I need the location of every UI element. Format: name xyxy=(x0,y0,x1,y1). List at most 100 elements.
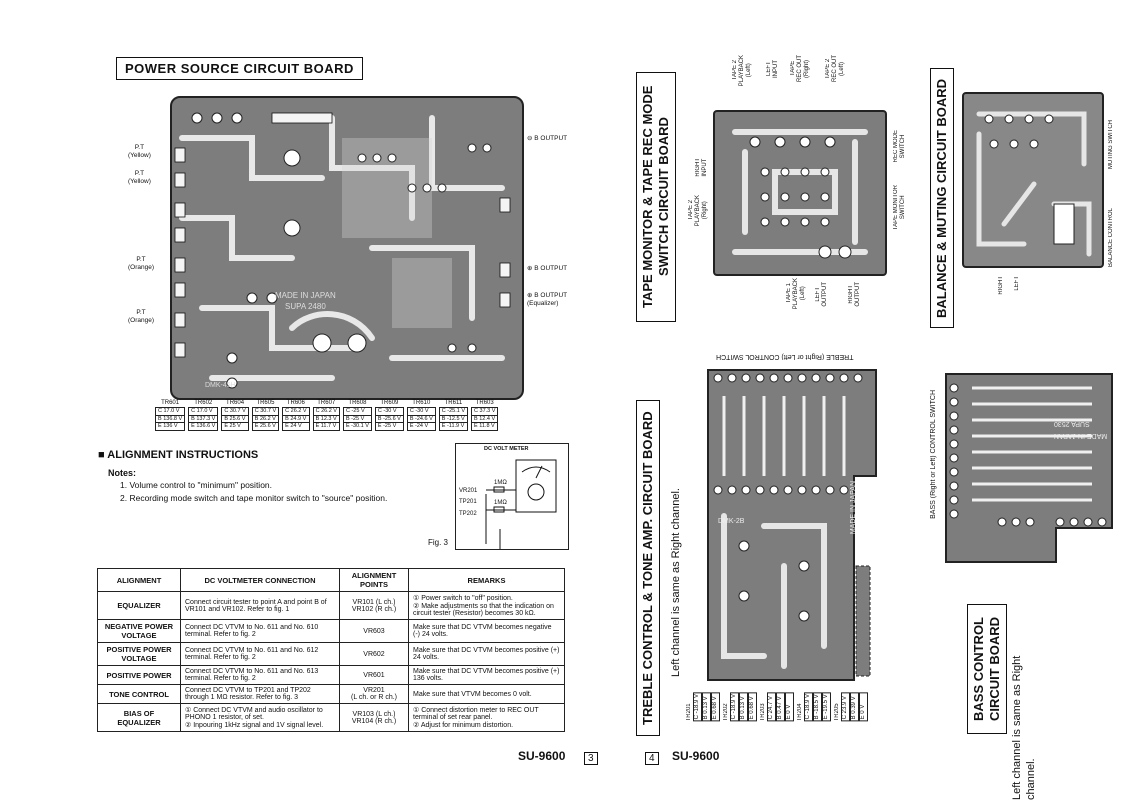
meter-label-tp202: TP202 xyxy=(459,511,477,517)
tape-right-label-2: TAPE MONITOR SWITCH xyxy=(893,185,906,231)
note-2: 2. Recording mode switch and tape monito… xyxy=(120,493,388,503)
alignment-cell-points: VR601 xyxy=(339,665,409,685)
transistor-voltage-row: E 25 V xyxy=(221,422,249,431)
balance-control-label: BALANCE CONTROL xyxy=(1108,208,1114,268)
transistor-voltage-cell: E 136.6 V xyxy=(188,422,219,431)
tape-top-label-3: TAPE REC OUT (Right) xyxy=(790,55,810,82)
balance-board-title: BALANCE & MUTING CIRCUIT BOARD xyxy=(930,68,954,328)
alignment-heading-text: ALIGNMENT INSTRUCTIONS xyxy=(107,449,259,461)
transistor-voltage-row: B -12.5 V xyxy=(438,414,469,423)
transistor-name: TR608 xyxy=(348,400,367,406)
transistor-voltage-cell: C -18.9 V xyxy=(693,692,702,722)
transistor-voltage-row: B 137.3 V xyxy=(188,414,219,423)
tape-top-label-4: TAPE 2 REC OUT (Left) xyxy=(825,55,845,82)
transistor-voltage-cell: E 24 V xyxy=(282,422,310,431)
transistor-voltage-row: B 136.8 V xyxy=(154,414,186,423)
alignment-cell-connection: Connect DC VTVM to No. 611 and No. 613 t… xyxy=(180,665,340,685)
transistor-voltage-row: E 11.8 V xyxy=(471,422,499,431)
transistor-voltage-row: C 37.3 V xyxy=(471,407,499,416)
transistor-voltage-cell: C 26.2 V xyxy=(312,407,340,416)
transistor-voltage-cell: C 17.0 V xyxy=(154,407,186,416)
alignment-cell-remarks: Make sure that DC VTVM becomes negative … xyxy=(408,619,565,643)
transistor-voltage-row: B 24.9 V xyxy=(282,414,310,423)
alignment-cell-connection: ① Connect DC VTVM and audio oscillator t… xyxy=(180,703,340,732)
meter-drawing xyxy=(485,459,557,549)
alignment-cell-remarks: Make sure that DC VTVM becomes positive … xyxy=(408,665,565,685)
transistor-voltage-cell: C 23.9 V xyxy=(841,692,850,722)
pt-label-2: P.T (Yellow) xyxy=(128,170,151,185)
transistor-voltage-row: C 30.7 V xyxy=(251,407,280,416)
alignment-cell-alignment: TONE CONTROL xyxy=(97,684,181,704)
power-board-silk-made: MADE IN JAPAN xyxy=(275,291,336,300)
tape-left-label-1: RIGHT INPUT xyxy=(695,158,708,177)
bass-title-1: BASS CONTROL xyxy=(971,617,986,721)
transistor-voltage-cell: C -30 V xyxy=(406,407,436,416)
pt-label-3: P.T (Orange) xyxy=(128,256,155,271)
alignment-cell-alignment: NEGATIVE POWER VOLTAGE xyxy=(97,619,181,643)
transistor-voltage-row: C 26.2 V xyxy=(282,407,310,416)
note-1: 1. Volume control to "minimum" position. xyxy=(120,480,273,490)
transistor-voltage-cell: C -25 V xyxy=(342,407,372,416)
alignment-cell-points: VR201 (L ch. or R ch.) xyxy=(339,684,409,704)
transistor-voltage-row: C -25 V xyxy=(342,407,372,416)
tape-top-label-1: TAPE 2 PLAYBACK (Left) xyxy=(732,55,752,87)
tape-bottom-label-2: LEFT OUTPUT xyxy=(815,282,828,307)
alignment-cell-points: VR602 xyxy=(339,642,409,666)
treble-silk-made: MADE IN JAPAN xyxy=(850,481,857,535)
transistor-name: TR605 xyxy=(256,400,275,406)
alignment-table-header: ALIGNMENT DC VOLTMETER CONNECTION ALIGNM… xyxy=(97,568,565,592)
muting-switch-label: MUTING SWITCH xyxy=(1108,120,1114,169)
transistor-voltage-cell: E -25 V xyxy=(374,422,404,431)
transistor-voltage-cell: E 136 V xyxy=(154,422,186,431)
bass-silk-code: SUPA 2530 xyxy=(1054,420,1090,427)
treble-silk-board: DMK-2B xyxy=(718,518,745,525)
bass-note: Left channel is same as Right channel. xyxy=(1011,655,1037,800)
balance-left-label: LEFT xyxy=(1014,276,1020,291)
alignment-cell-alignment: POSITIVE POWER VOLTAGE xyxy=(97,642,181,666)
transistor-voltage-cell: B -25.6 V xyxy=(374,414,404,423)
transistor-voltage-row: C -25.1 V xyxy=(438,407,469,416)
treble-board-title: TREBLE CONTROL & TONE AMP. CIRCUIT BOARD xyxy=(636,400,660,736)
transistor-voltage-row: B 26.2 V xyxy=(251,414,280,423)
transistor-voltage-row: C 17.0 V xyxy=(188,407,219,416)
tape-right-label-1: REC MODE SWITCH xyxy=(893,130,906,163)
power-board-silk-code: SUPA 2480 xyxy=(285,302,326,311)
alignment-cell-remarks: Make sure that DC VTVM becomes positive … xyxy=(408,642,565,666)
transistor-voltage-cell: E 0 V xyxy=(785,692,794,722)
pt-label-1: P.T (Yellow) xyxy=(128,144,151,159)
tape-title-2: SWITCH CIRCUIT BOARD xyxy=(656,117,671,277)
left-page-number-box: 3 xyxy=(584,748,598,766)
transistor-voltage-cell: C 26.2 V xyxy=(282,407,310,416)
bass-side-label: BASS (Right or Left) CONTROL SWITCH xyxy=(930,390,937,519)
power-board-silk-board: DMK-45H xyxy=(205,382,236,389)
transistor-voltage-cell: B 136.8 V xyxy=(154,414,186,423)
transistor-name: TR603 xyxy=(475,400,494,406)
transistor-voltage-cell: E 25 V xyxy=(221,422,249,431)
power-board-traces xyxy=(174,112,511,389)
treble-board-image: MADE IN JAPAN DMK-2B xyxy=(704,366,880,684)
treble-note: Left channel is same as Right channel. xyxy=(670,488,682,677)
transistor-voltage-cell: C 30.7 V xyxy=(251,407,280,416)
transistor-voltage-cell: C 30.7 V xyxy=(221,407,249,416)
transistor-voltage-row: C 26.2 V xyxy=(312,407,340,416)
transistor-voltage-row: C 30.7 V xyxy=(221,407,249,416)
transistor-voltage-cell: C -25.1 V xyxy=(438,407,469,416)
transistor-voltage-row: B -25 V xyxy=(342,414,372,423)
power-board-image xyxy=(170,96,524,400)
